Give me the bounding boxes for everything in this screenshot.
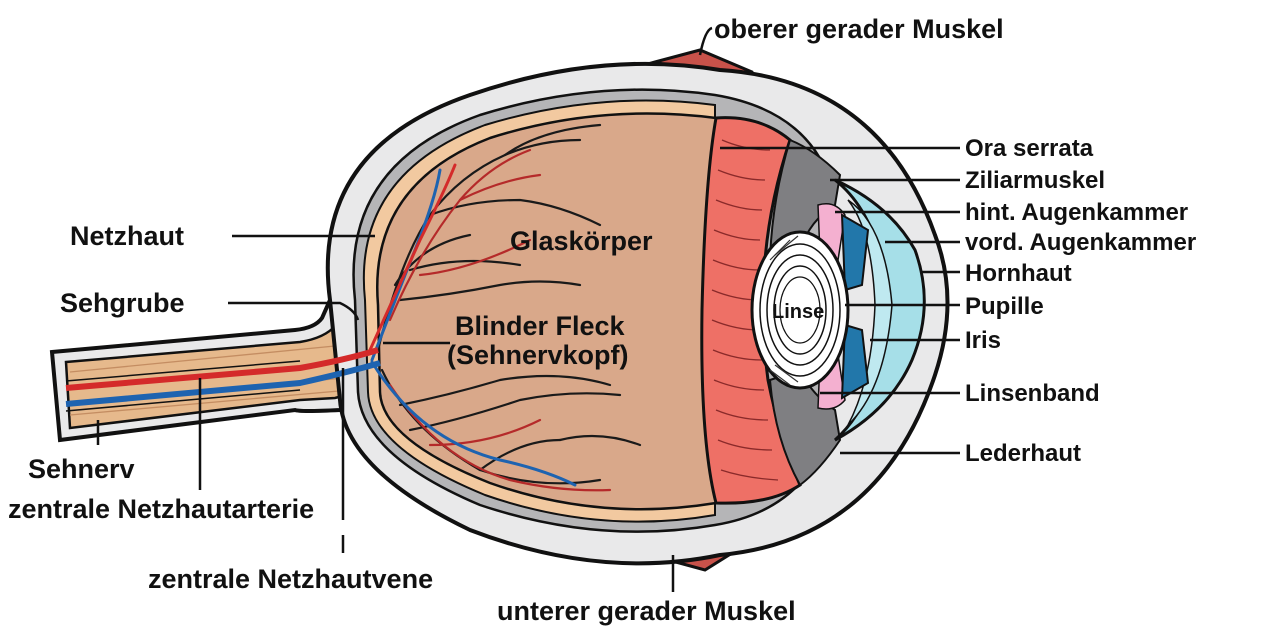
label-oberer-gerader-muskel: oberer gerader Muskel <box>714 14 1004 44</box>
label-vord-augenkammer: vord. Augenkammer <box>965 229 1196 256</box>
label-ziliarmuskel: Ziliarmuskel <box>965 167 1105 194</box>
label-lederhaut: Lederhaut <box>965 440 1081 467</box>
label-sehnervkopf: (Sehnervkopf) <box>447 340 629 370</box>
label-glaskoerper: Glaskörper <box>510 226 653 256</box>
label-zentrale-netzhautarterie: zentrale Netzhautarterie <box>8 494 314 524</box>
label-hint-augenkammer: hint. Augenkammer <box>965 199 1188 226</box>
label-unterer-gerader-muskel: unterer gerader Muskel <box>497 596 796 626</box>
label-pupille: Pupille <box>965 293 1044 320</box>
label-ora-serrata: Ora serrata <box>965 135 1094 162</box>
label-linse: Linse <box>772 301 824 323</box>
label-iris: Iris <box>965 327 1001 354</box>
label-netzhaut: Netzhaut <box>70 221 184 251</box>
label-zentrale-netzhautvene: zentrale Netzhautvene <box>148 564 433 594</box>
label-hornhaut: Hornhaut <box>965 260 1072 287</box>
label-sehgrube: Sehgrube <box>60 288 185 318</box>
label-linsenband: Linsenband <box>965 380 1100 407</box>
label-sehnerv: Sehnerv <box>28 454 135 484</box>
label-blinder-fleck: Blinder Fleck <box>455 311 626 341</box>
